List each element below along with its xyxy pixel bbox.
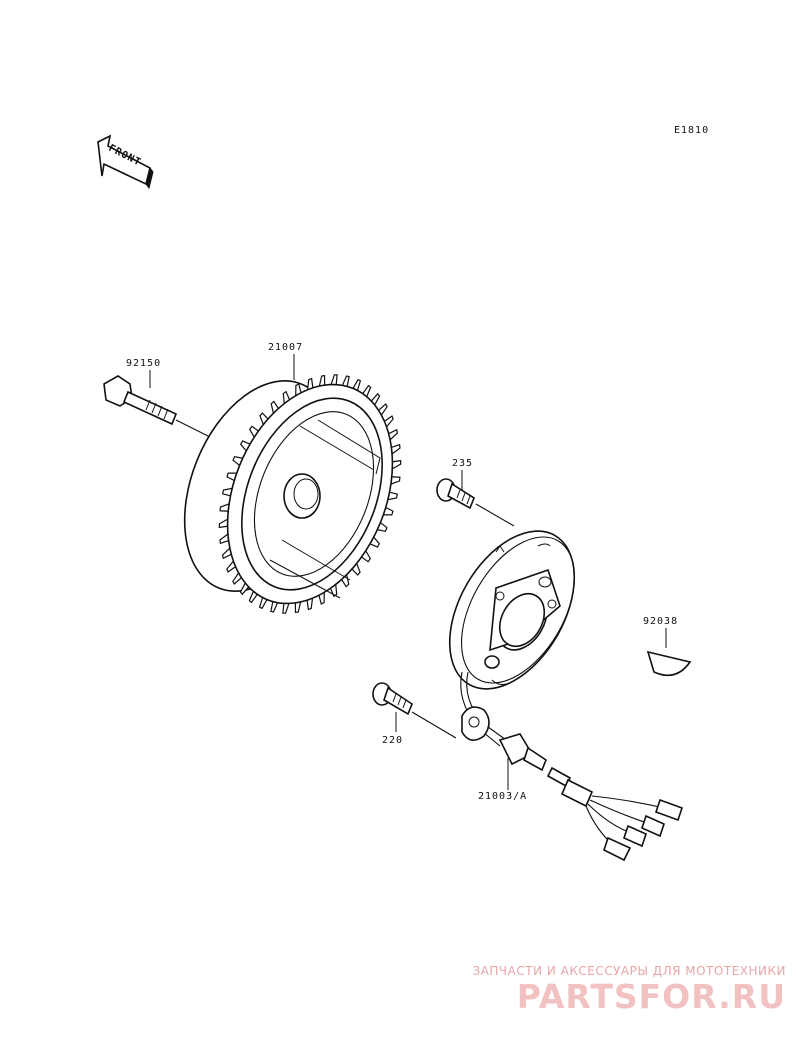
watermark-logo: PARTSFOR.RU xyxy=(516,977,786,1016)
label-21003-a: 21003/A xyxy=(478,791,527,802)
part-92150-bolt: 92150 xyxy=(103,358,213,439)
watermark: ЗАПЧАСТИ И АКСЕССУАРЫ ДЛЯ МОТОТЕХНИКИ PA… xyxy=(472,964,786,1016)
part-220-bolt: 220 xyxy=(372,682,457,746)
label-235: 235 xyxy=(452,458,473,469)
part-21003-stator: 21003/A xyxy=(448,530,576,802)
label-21007: 21007 xyxy=(268,342,303,353)
part-21007-flywheel: 21007 xyxy=(183,342,402,614)
front-arrow-icon: FRONT xyxy=(97,134,154,190)
label-220: 220 xyxy=(382,735,403,746)
part-connector-leads xyxy=(546,766,684,862)
label-92038: 92038 xyxy=(643,616,678,627)
part-92038-key: 92038 xyxy=(643,616,692,677)
watermark-tagline: ЗАПЧАСТИ И АКСЕССУАРЫ ДЛЯ МОТОТЕХНИКИ xyxy=(472,964,786,978)
label-92150: 92150 xyxy=(126,358,161,369)
part-235-screw: 235 xyxy=(436,458,515,527)
diagram-code: E1810 xyxy=(674,125,709,136)
